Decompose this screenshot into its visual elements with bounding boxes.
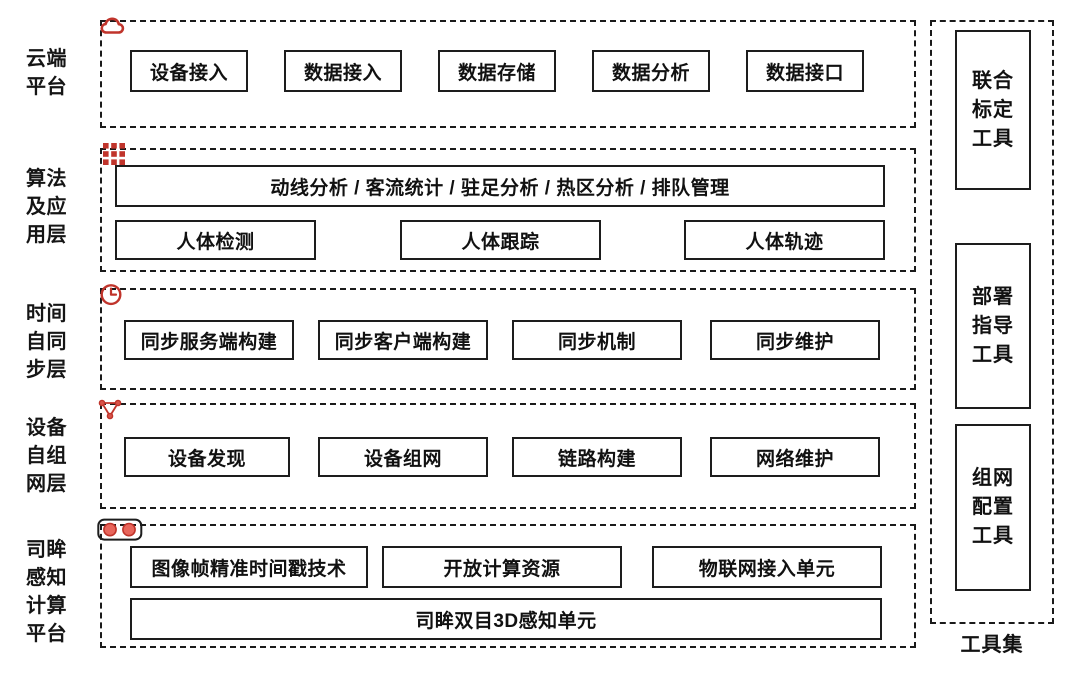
tool-label-line: 联合	[972, 69, 1014, 92]
cell-frame-timestamp-tech[interactable]: 图像帧精准时间戳技术	[130, 546, 368, 588]
binocular-camera-icon	[97, 518, 143, 541]
cell-analytics-suite[interactable]: 动线分析 / 客流统计 / 驻足分析 / 热区分析 / 排队管理	[115, 165, 885, 207]
toolset-caption: 工具集	[960, 634, 1024, 656]
layer-label-line: 自同	[26, 331, 67, 353]
cell-open-compute-resource[interactable]: 开放计算资源	[382, 546, 622, 588]
tool-label-line: 配置	[972, 496, 1014, 518]
layer-label-line: 自组	[26, 445, 67, 467]
cell-data-access[interactable]: 数据接入	[284, 50, 402, 92]
cell-device-networking[interactable]: 设备组网	[318, 437, 488, 477]
tool-label-line: 部署	[972, 285, 1014, 308]
cell-link-construction[interactable]: 链路构建	[512, 437, 682, 477]
cell-sync-maintenance[interactable]: 同步维护	[710, 320, 880, 360]
tool-label-line: 工具	[972, 127, 1014, 150]
cell-sync-client-build[interactable]: 同步客户端构建	[318, 320, 488, 360]
grid-apps-icon	[103, 143, 125, 165]
layer-label-line: 时间	[26, 303, 67, 325]
cell-human-tracking[interactable]: 人体跟踪	[400, 220, 601, 260]
layer-label-line: 计算	[26, 595, 67, 617]
layer-label-line: 云端	[26, 48, 67, 70]
layer-label-algorithm-application: 算法 及应 用层	[26, 155, 92, 259]
tool-deployment-guidance[interactable]: 部署 指导 工具	[955, 243, 1031, 409]
tool-label-line: 组网	[972, 467, 1014, 489]
cell-simu-binocular-3d-unit[interactable]: 司眸双目3D感知单元	[130, 598, 882, 640]
layer-label-line: 算法	[26, 168, 67, 190]
layer-label-line: 平台	[26, 623, 67, 645]
cell-human-detection[interactable]: 人体检测	[115, 220, 316, 260]
layer-label-cloud-platform: 云端 平台	[26, 38, 92, 108]
layer-label-line: 步层	[26, 359, 67, 381]
layer-label-line: 及应	[26, 196, 67, 218]
cell-sync-server-build[interactable]: 同步服务端构建	[124, 320, 294, 360]
tool-label-line: 指导	[972, 314, 1014, 337]
cell-data-analysis[interactable]: 数据分析	[592, 50, 710, 92]
tool-label-line: 工具	[972, 525, 1014, 547]
tool-label-line: 标定	[972, 98, 1014, 121]
layer-label-line: 用层	[26, 224, 67, 246]
layer-label-line: 感知	[26, 567, 67, 589]
mesh-network-icon	[98, 399, 122, 420]
clock-icon	[100, 284, 122, 306]
cell-network-maintenance[interactable]: 网络维护	[710, 437, 880, 477]
layer-label-line: 平台	[26, 76, 67, 98]
cell-data-interface[interactable]: 数据接口	[746, 50, 864, 92]
layer-label-line: 司眸	[26, 539, 67, 561]
cell-sync-mechanism[interactable]: 同步机制	[512, 320, 682, 360]
layer-label-line: 设备	[26, 417, 67, 439]
layer-label-time-sync: 时间 自同 步层	[26, 290, 92, 394]
cell-data-storage[interactable]: 数据存储	[438, 50, 556, 92]
tool-joint-calibration[interactable]: 联合 标定 工具	[955, 30, 1031, 190]
layer-label-perception-platform: 司眸 感知 计算 平台	[26, 528, 92, 656]
layer-label-device-networking: 设备 自组 网层	[26, 404, 92, 508]
tool-label-line: 工具	[972, 343, 1014, 366]
cloud-icon	[100, 17, 125, 34]
tool-networking-configuration[interactable]: 组网 配置 工具	[955, 424, 1031, 591]
cell-iot-access-unit[interactable]: 物联网接入单元	[652, 546, 882, 588]
cell-device-access[interactable]: 设备接入	[130, 50, 248, 92]
layer-label-line: 网层	[26, 473, 67, 495]
cell-human-trajectory[interactable]: 人体轨迹	[684, 220, 885, 260]
cell-device-discovery[interactable]: 设备发现	[124, 437, 290, 477]
